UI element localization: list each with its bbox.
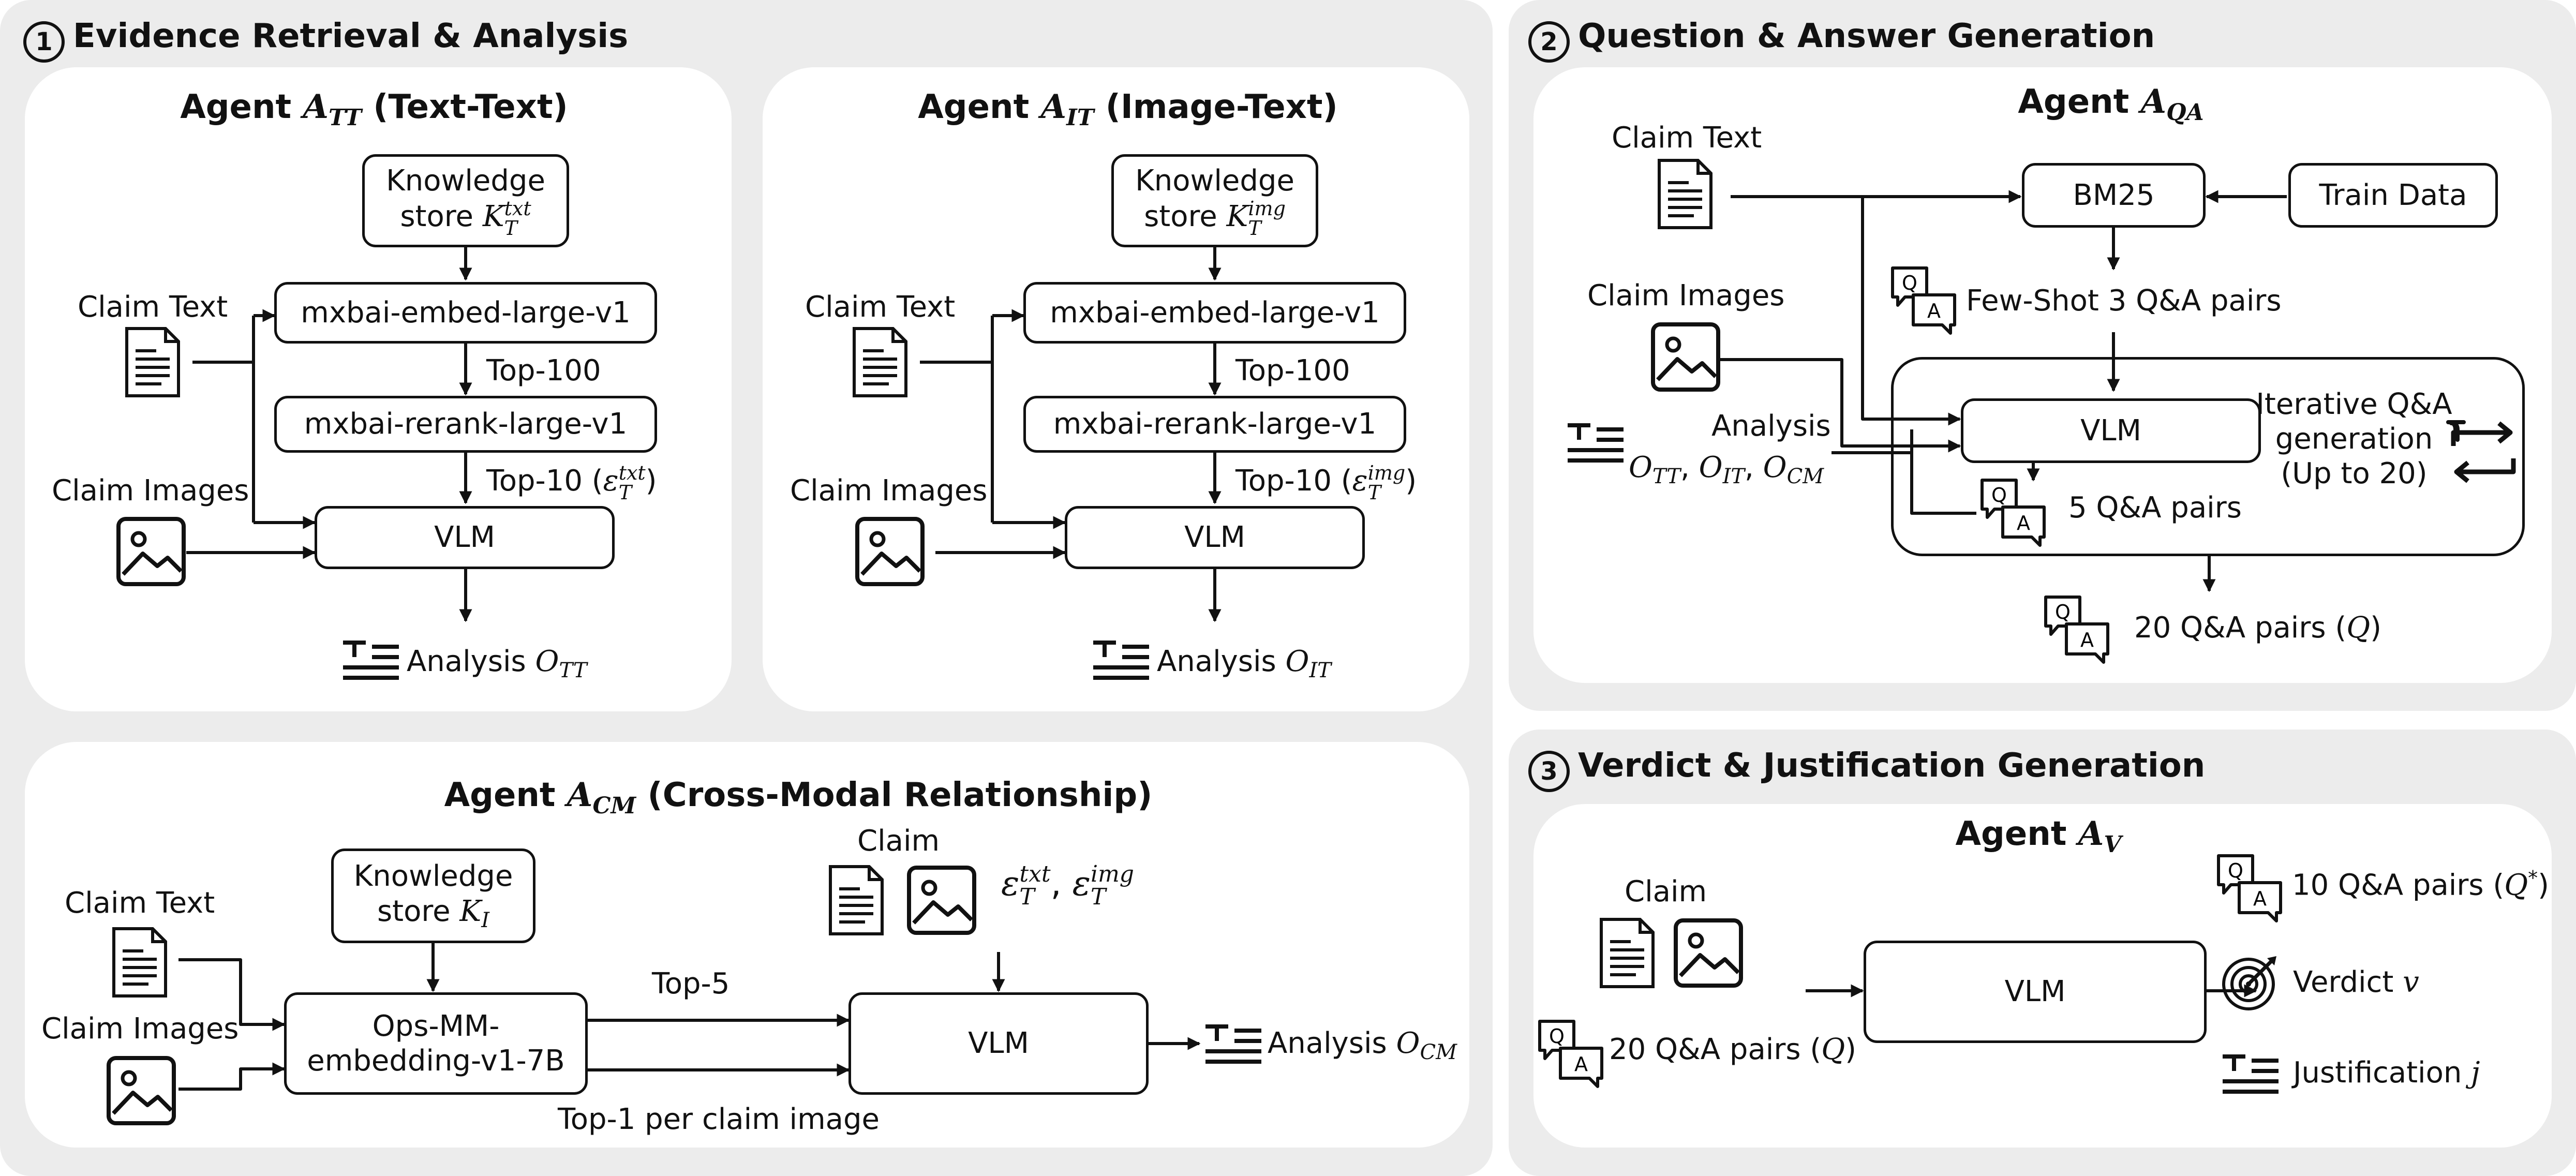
analysis-outputs-qa: OTT, OIT, OCM — [1629, 451, 1824, 489]
twenty-qa-label-v: 20 Q&A pairs (Q) — [1609, 1033, 1856, 1066]
rerank-box-it: mxbai-rerank-large-v1 — [1023, 396, 1406, 453]
vlm-box-tt: VLM — [315, 506, 615, 569]
image-icon — [1674, 918, 1743, 988]
svg-text:A: A — [2080, 629, 2094, 651]
claim-label-v: Claim — [1625, 875, 1707, 909]
claim-text-label-it: Claim Text — [805, 290, 956, 324]
rerank-box-tt: mxbai-rerank-large-v1 — [274, 396, 657, 453]
section-title-text: Verdict & Justification Generation — [1578, 747, 2206, 785]
ten-qa-label: 10 Q&A pairs (Q*) — [2292, 867, 2549, 902]
analysis-icon — [1568, 423, 1624, 463]
qa-icon: QA — [1891, 266, 1956, 335]
top5-label: Top-5 — [652, 967, 730, 1001]
claim-label-cm: Claim — [857, 824, 940, 858]
svg-text:Q: Q — [2055, 601, 2071, 623]
justification-label: Justification j — [2293, 1056, 2480, 1090]
vlm-box-qa: VLM — [1961, 398, 2261, 463]
image-icon — [907, 866, 976, 935]
top100-label-it: Top-100 — [1235, 354, 1350, 388]
qa-icon: QA — [2217, 854, 2282, 922]
section-number: 3 — [1528, 751, 1570, 792]
ops-mm-embedding-box: Ops-MM-embedding-v1-7B — [284, 992, 588, 1095]
train-data-box: Train Data — [2288, 163, 2498, 228]
image-icon — [116, 517, 186, 586]
svg-text:A: A — [2253, 887, 2267, 910]
svg-text:A: A — [2017, 512, 2030, 534]
agent-qa-title: Agent AQA — [2018, 82, 2204, 126]
target-icon — [2222, 956, 2276, 1010]
embed-box-tt: mxbai-embed-large-v1 — [274, 282, 657, 344]
bm25-box: BM25 — [2022, 163, 2206, 228]
svg-text:Q: Q — [1902, 272, 1917, 294]
five-qa-label: 5 Q&A pairs — [2068, 491, 2242, 525]
card-agent-cm — [25, 742, 1469, 1148]
agent-it-title: Agent AIT (Image-Text) — [918, 87, 1338, 131]
section-number: 1 — [23, 21, 65, 63]
claim-images-label-cm: Claim Images — [41, 1012, 239, 1046]
verdict-label: Verdict v — [2293, 965, 2419, 999]
qa-icon: QA — [1538, 1020, 1603, 1088]
claim-text-label-qa: Claim Text — [1612, 121, 1762, 155]
fewshot-label: Few-Shot 3 Q&A pairs — [1966, 284, 2282, 318]
svg-text:Q: Q — [1549, 1025, 1565, 1048]
image-icon — [1651, 322, 1720, 392]
analysis-label-cm: Analysis OCM — [1268, 1026, 1457, 1065]
document-icon — [1600, 918, 1655, 988]
image-icon — [855, 517, 925, 586]
top100-label-tt: Top-100 — [486, 354, 601, 388]
analysis-icon — [2223, 1054, 2279, 1094]
document-icon — [829, 865, 884, 935]
document-icon — [125, 327, 180, 397]
analysis-label-it: Analysis OIT — [1157, 645, 1331, 683]
claim-images-label-it: Claim Images — [790, 474, 988, 508]
qa-iteration-container — [1891, 357, 2525, 556]
claim-images-label-tt: Claim Images — [52, 474, 249, 508]
document-icon — [112, 927, 167, 998]
top1-label: Top-1 per claim image — [558, 1103, 880, 1136]
loop-icon — [2451, 421, 2516, 483]
analysis-icon — [1093, 641, 1149, 680]
claim-text-label-cm: Claim Text — [65, 886, 215, 920]
twenty-qa-label-qa: 20 Q&A pairs (Q) — [2134, 611, 2381, 645]
svg-text:Q: Q — [1991, 484, 2007, 507]
analysis-label-qa: Analysis — [1711, 409, 1831, 443]
section-title-text: Evidence Retrieval & Analysis — [73, 17, 629, 55]
claim-text-label-tt: Claim Text — [78, 290, 228, 324]
section-number: 2 — [1528, 21, 1570, 63]
analysis-icon — [343, 641, 399, 680]
claim-images-label-qa: Claim Images — [1587, 279, 1785, 312]
vlm-box-cm: VLM — [848, 992, 1149, 1095]
agent-cm-title: Agent ACM (Cross-Modal Relationship) — [444, 776, 1153, 819]
analysis-icon — [1205, 1024, 1261, 1064]
image-icon — [107, 1056, 176, 1125]
document-icon — [853, 327, 907, 397]
section-title-text: Question & Answer Generation — [1578, 17, 2155, 55]
svg-text:A: A — [1574, 1053, 1588, 1076]
embed-box-it: mxbai-embed-large-v1 — [1023, 282, 1406, 344]
analysis-label-tt: Analysis OTT — [407, 645, 587, 683]
agent-tt-title: Agent ATT (Text-Text) — [180, 87, 568, 131]
vlm-box-v: VLM — [1864, 941, 2207, 1043]
vlm-box-it: VLM — [1065, 506, 1365, 569]
document-icon — [1658, 159, 1713, 229]
qa-icon: QA — [2044, 596, 2109, 664]
qa-icon: QA — [1981, 479, 2046, 547]
agent-v-title: Agent AV — [1955, 814, 2122, 858]
svg-text:A: A — [1927, 300, 1941, 322]
svg-text:Q: Q — [2228, 859, 2243, 882]
